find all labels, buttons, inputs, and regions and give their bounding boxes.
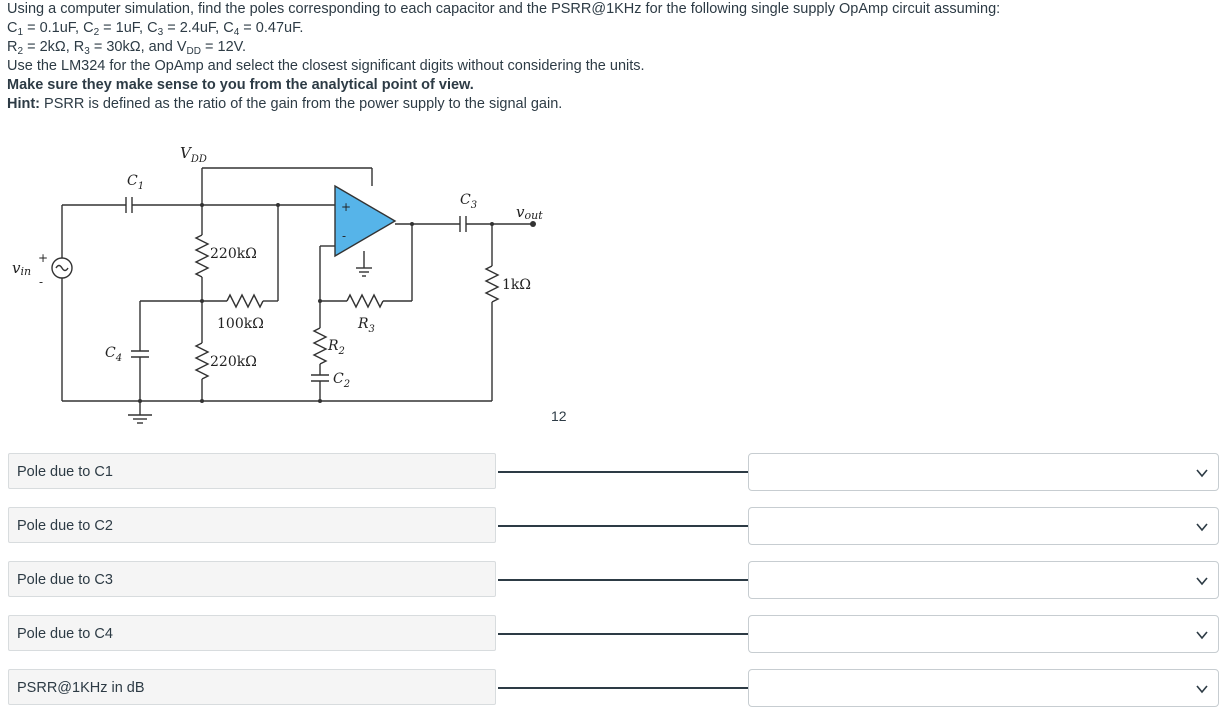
- label-c3: C3: [460, 192, 477, 211]
- match-prompt: Pole due to C4: [8, 615, 496, 651]
- label-r220-bot: 220kΩ: [210, 354, 257, 370]
- label-r3: R3: [357, 316, 375, 335]
- hint: Hint: PSRR is defined as the ratio of th…: [7, 96, 563, 112]
- connector-line: [498, 687, 748, 689]
- label-opamp-plus: +: [341, 200, 351, 214]
- label-c2: C2: [333, 371, 350, 390]
- label-r220-top: 220kΩ: [210, 246, 257, 262]
- label-vin: vin: [12, 259, 31, 278]
- match-row-c2: Pole due to C2: [0, 507, 1227, 545]
- answer-dropdown[interactable]: [748, 453, 1219, 491]
- connector-line: [498, 471, 748, 473]
- label-c1: C1: [127, 173, 144, 192]
- chevron-down-icon: [1196, 577, 1208, 586]
- chevron-down-icon: [1196, 469, 1208, 478]
- match-row-c4: Pole due to C4: [0, 615, 1227, 653]
- label-r100: 100kΩ: [217, 316, 264, 332]
- label-vin-plus: +: [38, 251, 48, 265]
- question-line-5: Make sure they make sense to you from th…: [7, 77, 474, 93]
- match-prompt: Pole due to C1: [8, 453, 496, 489]
- label-c4: C4: [105, 345, 122, 364]
- connector-line: [498, 633, 748, 635]
- circuit-diagram: VDD C1 C3 vout vin + - + - 220kΩ 100kΩ R…: [12, 144, 543, 424]
- chevron-down-icon: [1196, 631, 1208, 640]
- match-row-psrr: PSRR@1KHz in dB: [0, 669, 1227, 707]
- label-vout: vout: [516, 203, 543, 222]
- match-prompt: PSRR@1KHz in dB: [8, 669, 496, 705]
- label-r2: R2: [327, 338, 345, 357]
- question-text: Using a computer simulation, find the po…: [7, 0, 1217, 114]
- capacitor-values: C1 = 0.1uF, C2 = 1uF, C3 = 2.4uF, C4 = 0…: [7, 20, 304, 38]
- resistor-values: R2 = 2kΩ, R3 = 30kΩ, and VDD = 12V.: [7, 39, 247, 57]
- chevron-down-icon: [1196, 523, 1208, 532]
- question-line-1: Using a computer simulation, find the po…: [7, 1, 1001, 17]
- match-prompt: Pole due to C3: [8, 561, 496, 597]
- label-r1k: 1kΩ: [502, 277, 531, 293]
- chevron-down-icon: [1196, 685, 1208, 694]
- answer-dropdown[interactable]: [748, 669, 1219, 707]
- answer-dropdown[interactable]: [748, 507, 1219, 545]
- match-prompt: Pole due to C2: [8, 507, 496, 543]
- connector-line: [498, 525, 748, 527]
- label-vin-minus: -: [39, 275, 43, 289]
- connector-line: [498, 579, 748, 581]
- label-opamp-minus: -: [342, 229, 346, 243]
- answer-dropdown[interactable]: [748, 615, 1219, 653]
- answer-dropdown[interactable]: [748, 561, 1219, 599]
- match-row-c1: Pole due to C1: [0, 453, 1227, 491]
- match-row-c3: Pole due to C3: [0, 561, 1227, 599]
- page-number: 12: [551, 408, 567, 424]
- label-vdd: VDD: [180, 144, 207, 165]
- question-line-4: Use the LM324 for the OpAmp and select t…: [7, 58, 645, 74]
